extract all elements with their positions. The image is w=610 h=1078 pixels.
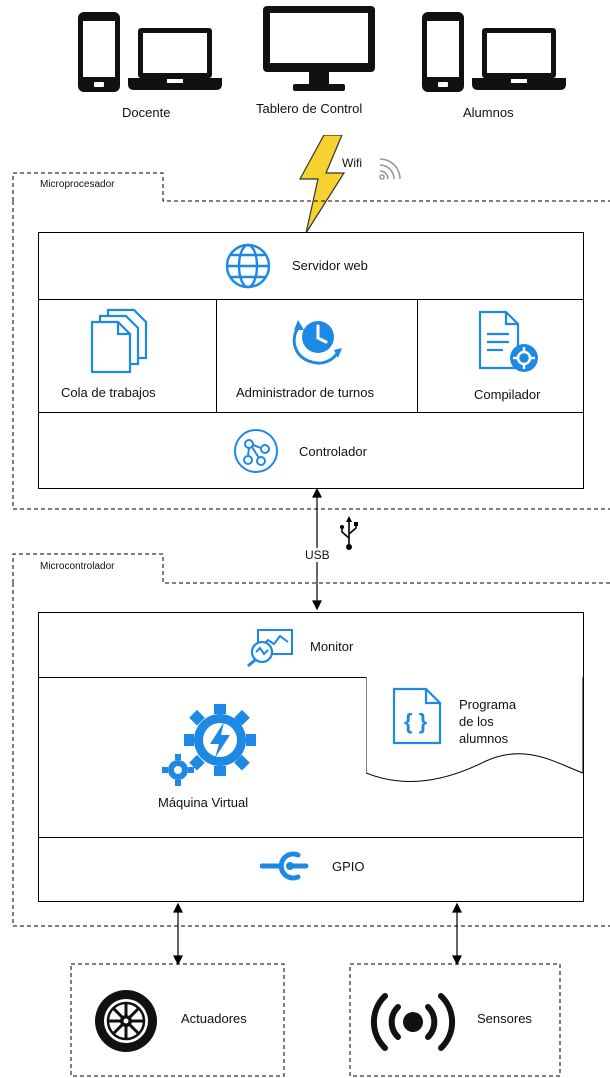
microprocesador-tag: Microprocesador (40, 179, 115, 190)
maquina-virtual-label: Máquina Virtual (158, 795, 249, 810)
docente-devices-icon (78, 12, 222, 92)
programa-line1: Programa (459, 697, 517, 712)
microcontrolador-tag: Microcontrolador (40, 561, 115, 572)
clock-sync-icon (292, 320, 342, 365)
documents-icon (90, 308, 148, 374)
tablero-label: Tablero de Control (256, 101, 363, 116)
alumnos-devices-icon (422, 12, 566, 92)
wifi-icon (379, 158, 401, 180)
programa-line3: alumnos (459, 731, 509, 746)
broadcast-sensor-icon (370, 993, 456, 1051)
lightning-bolt-icon (298, 135, 346, 234)
code-file-icon: { } (392, 687, 442, 745)
compilador-label: Compilador (474, 387, 541, 402)
monitor-label: Monitor (310, 639, 354, 654)
usb-label: USB (303, 548, 332, 562)
alumnos-label: Alumnos (463, 105, 514, 120)
sensores-label: Sensores (477, 1011, 532, 1026)
gpio-label: GPIO (332, 859, 365, 874)
document-gear-icon (478, 310, 538, 372)
globe-icon (225, 243, 271, 289)
gpio-connector-icon (260, 851, 309, 881)
cola-trabajos-label: Cola de trabajos (61, 385, 156, 400)
tablero-monitor-icon (263, 6, 375, 91)
docente-label: Docente (122, 105, 171, 120)
tire-icon (95, 990, 157, 1052)
network-nodes-icon (234, 429, 278, 473)
monitor-chart-icon (247, 629, 293, 668)
wifi-label: Wifi (342, 156, 362, 170)
usb-icon (340, 516, 358, 550)
controlador-label: Controlador (299, 444, 367, 459)
programa-line2: de los (459, 714, 494, 729)
svg-text:{ }: { } (404, 709, 428, 734)
gear-lightning-icon (162, 704, 256, 786)
administrador-turnos-label: Administrador de turnos (236, 385, 375, 400)
servidor-web-label: Servidor web (292, 258, 368, 273)
actuadores-label: Actuadores (181, 1011, 247, 1026)
